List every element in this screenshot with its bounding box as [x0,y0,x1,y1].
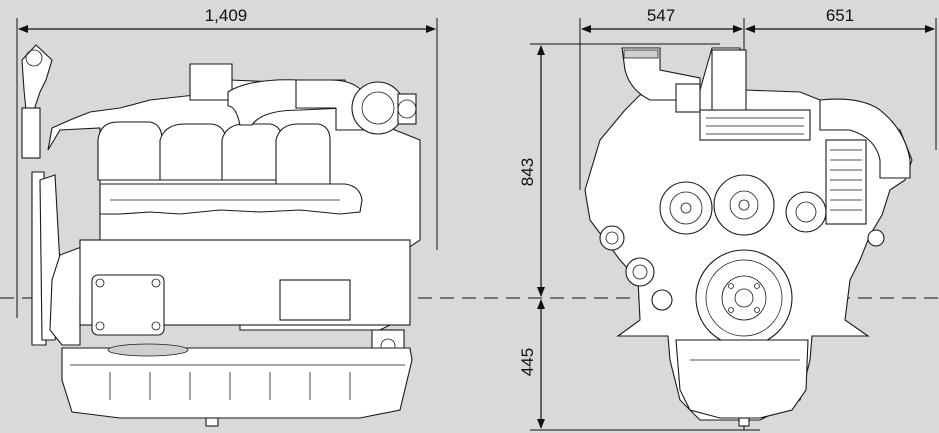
length-label: 1,409 [205,6,248,25]
upper-height-label: 843 [518,158,537,186]
height-dimensions: 843 445 [518,43,760,431]
right-width-label: 651 [826,6,854,25]
engine-front-view-drawing [584,47,913,427]
lower-height-label: 445 [518,348,537,376]
width-dimensions: 547 651 [579,6,937,430]
length-dimension: 1,409 [16,6,438,318]
left-width-label: 547 [647,6,675,25]
engine-side-view-drawing [21,44,421,427]
